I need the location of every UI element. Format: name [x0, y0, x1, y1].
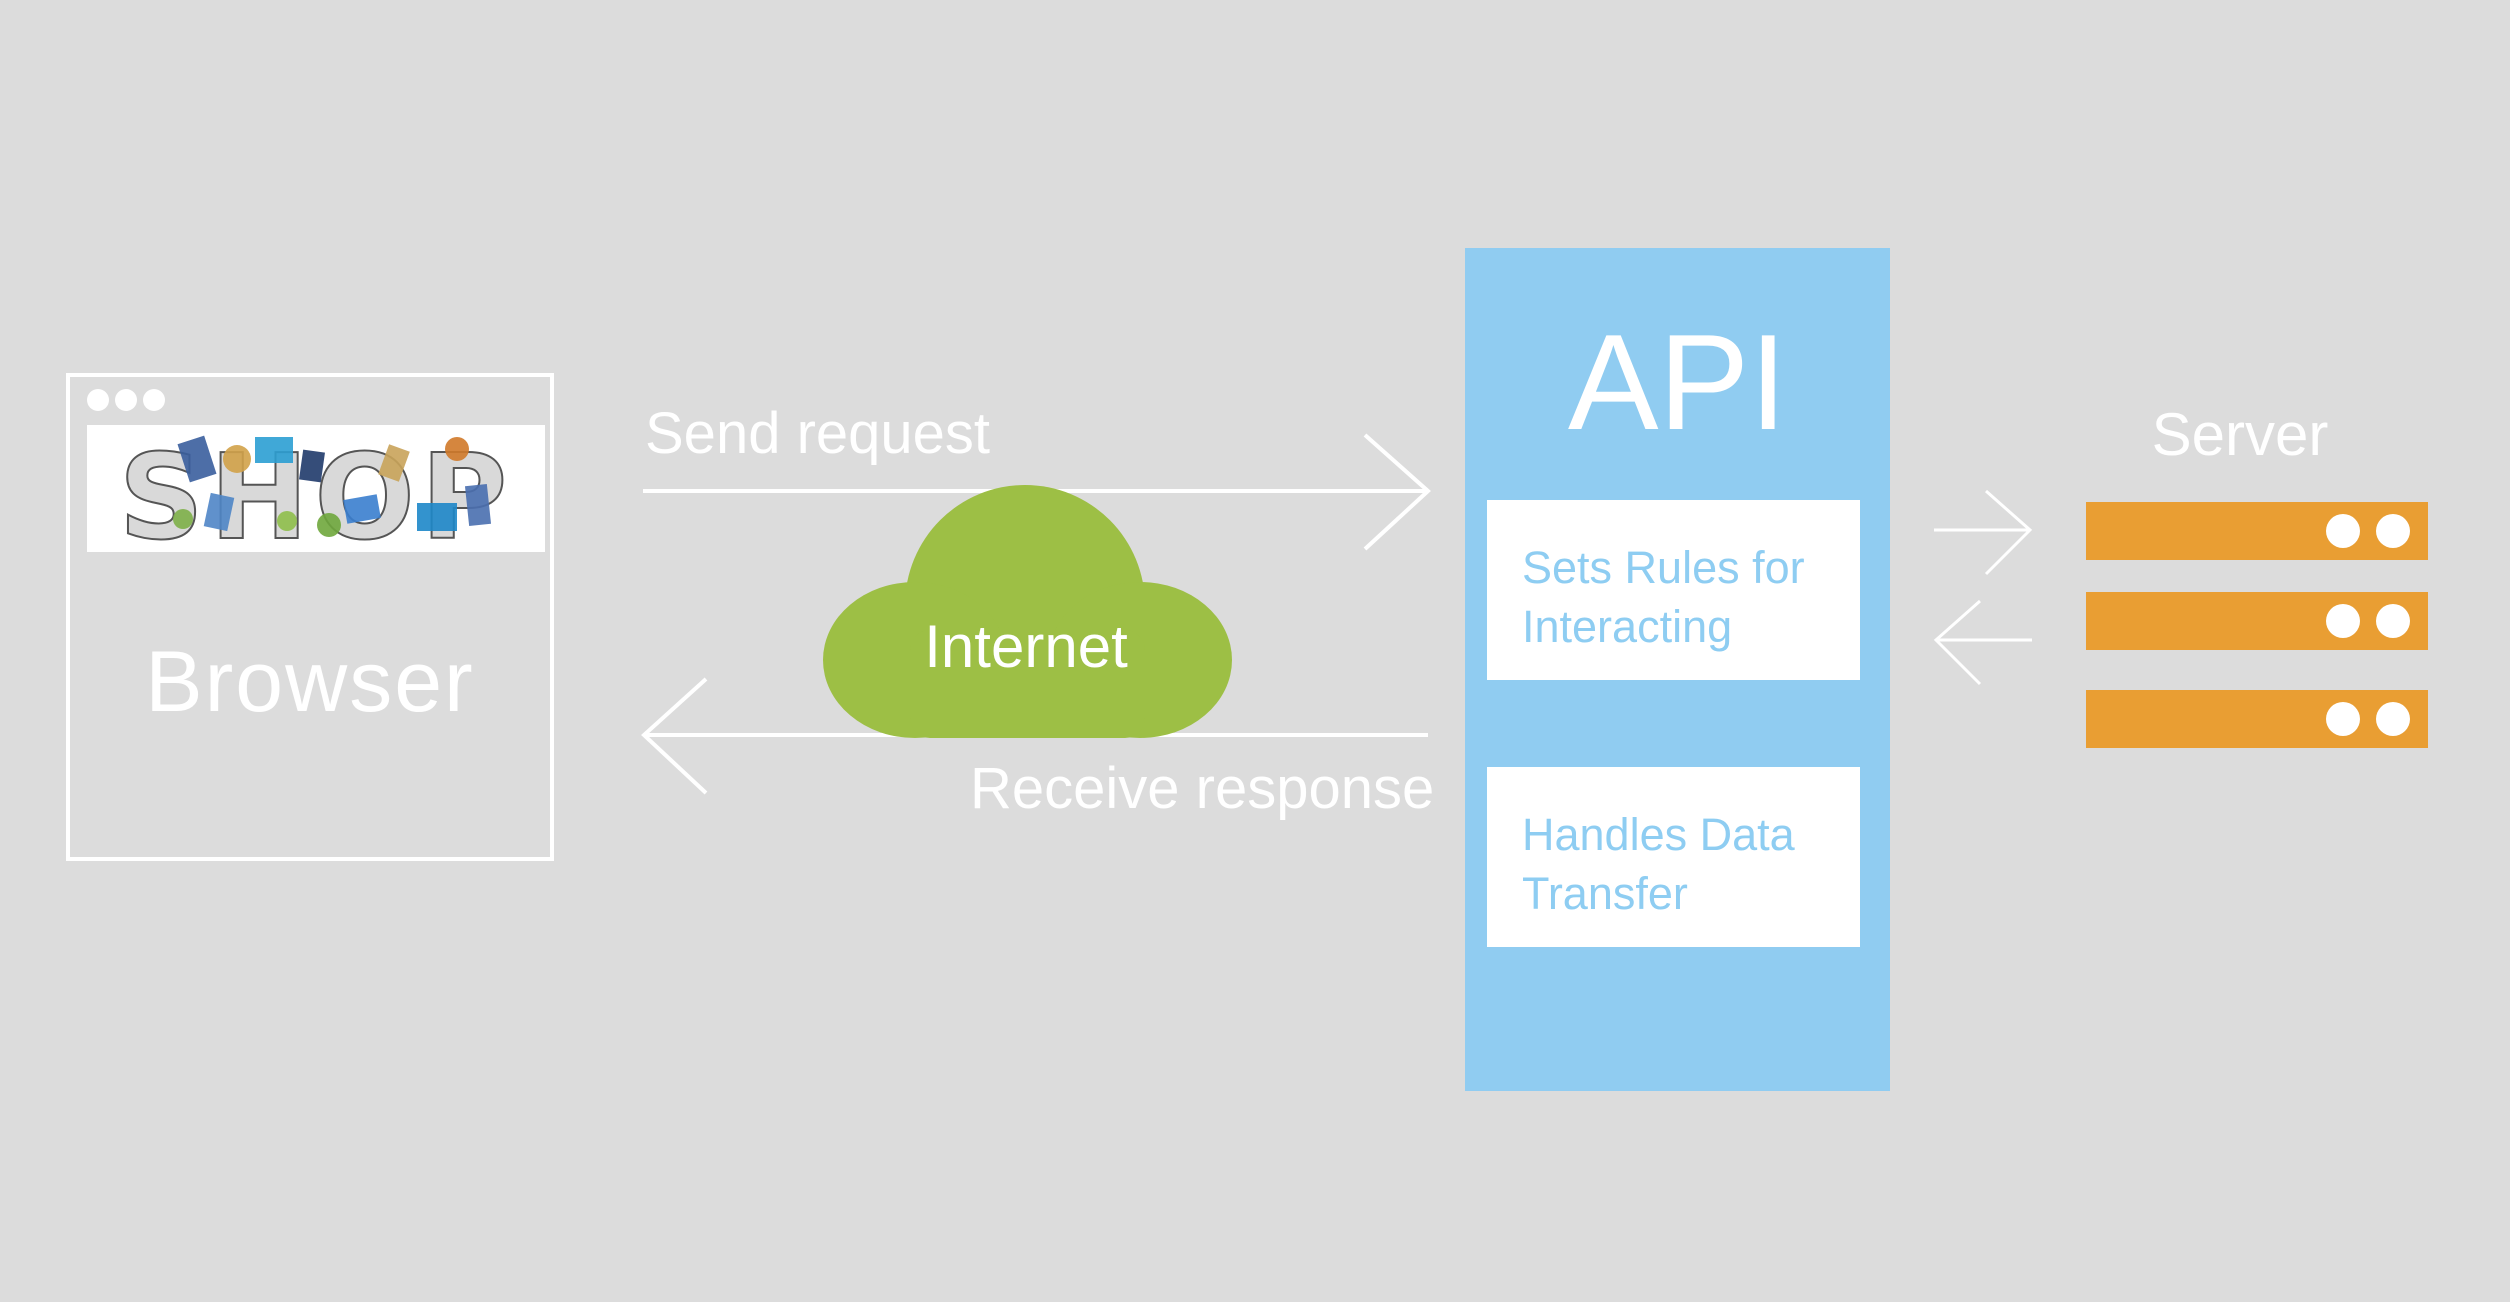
browser-window: SHOP Browser	[66, 373, 554, 861]
api-data-line2: Transfer	[1522, 868, 1688, 919]
send-request-label: Send request	[645, 401, 991, 466]
server-unit	[2086, 592, 2428, 650]
server-light-icon	[2376, 514, 2410, 548]
server-light-icon	[2326, 702, 2360, 736]
shop-logo: SHOP	[118, 427, 509, 552]
api-data-line1: Handles Data	[1522, 809, 1795, 860]
server-light-icon	[2376, 604, 2410, 638]
server-light-icon	[2376, 702, 2410, 736]
internet-label: Internet	[924, 613, 1128, 680]
api-column: API Sets Rules for Interacting Handles D…	[1465, 248, 1890, 1091]
server-label: Server	[2151, 401, 2329, 468]
shop-banner: SHOP	[87, 425, 545, 552]
server-unit	[2086, 690, 2428, 748]
from-server-arrow-icon	[1933, 599, 2032, 686]
receive-response-label: Receive response	[970, 756, 1435, 821]
window-dot-icon	[115, 389, 137, 411]
server-light-icon	[2326, 604, 2360, 638]
browser-label: Browser	[145, 634, 475, 730]
to-server-arrow-icon	[1934, 489, 2033, 576]
api-rules-box: Sets Rules for Interacting	[1487, 500, 1860, 680]
api-rules-line2: Interacting	[1522, 601, 1733, 652]
window-dot-icon	[87, 389, 109, 411]
api-rules-line1: Sets Rules for	[1522, 542, 1805, 593]
api-data-box: Handles Data Transfer	[1487, 767, 1860, 947]
internet-cloud-icon	[823, 485, 1232, 738]
server-light-icon	[2326, 514, 2360, 548]
server-unit	[2086, 502, 2428, 560]
window-dot-icon	[143, 389, 165, 411]
api-title: API	[1567, 306, 1788, 458]
